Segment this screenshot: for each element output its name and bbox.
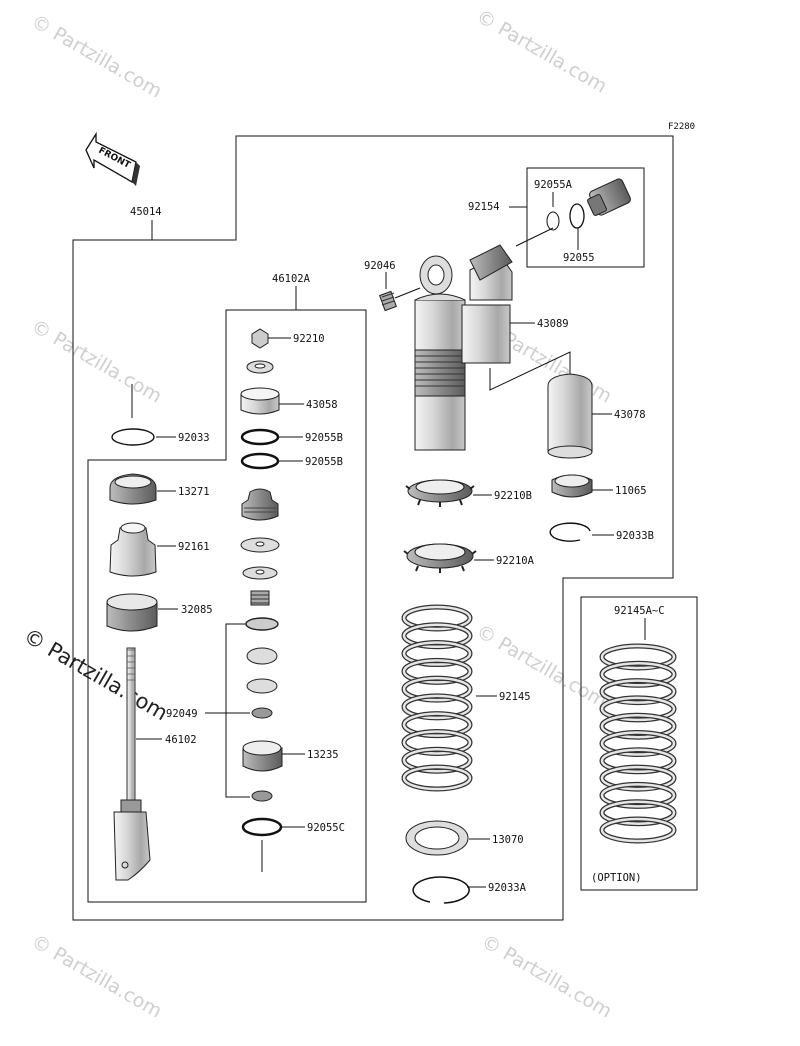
label-92033: 92033 [178,432,210,444]
spring-coil-highlight [600,800,676,825]
label-92210A: 92210A [496,555,535,567]
label-92154: 92154 [468,201,500,213]
watermark-dark: © Partzilla.com [20,624,172,726]
ring-c [246,678,278,694]
label-92145AC: 92145A~C [614,605,665,617]
label-11065: 11065 [615,485,647,497]
spring-coil-highlight [402,659,472,684]
spring-coil-highlight [402,730,472,755]
o-ring-92055B-1 [240,428,280,446]
label-92055A: 92055A [534,179,573,191]
adjuster-nut-92210A [403,543,477,573]
spring-coil-highlight [402,623,472,649]
watermark: © Partzilla.com [28,930,166,1022]
label-13235: 13235 [307,749,339,761]
piston-13235 [242,740,283,772]
watermark: © Partzilla.com [478,930,616,1022]
label-45014: 45014 [130,206,162,218]
cap-box [526,167,645,268]
collar-32085 [106,593,158,632]
circlip-92033B [549,522,591,542]
label-92055B-1: 92055B [305,432,343,444]
ring-a [245,617,279,631]
reservoir-cap [587,178,631,216]
spring-coil-highlight [600,713,676,739]
label-92161: 92161 [178,541,210,553]
label-92210: 92210 [293,333,325,345]
assembly-outline [72,135,674,921]
small-spring [250,590,270,606]
spring-coil-highlight [402,676,472,702]
spring-coil-highlight [600,731,676,756]
spring-coil-highlight [600,765,676,791]
watermark: © Partzilla.com [28,10,166,102]
label-13271: 13271 [178,486,210,498]
adjuster-nut-92210B [405,479,475,507]
label-43078: 43078 [614,409,646,421]
spring-coil-highlight [402,747,472,773]
label-92055B-2: 92055B [305,456,343,468]
watermark: © Partzilla.com [473,5,611,97]
circlip-92033 [111,428,155,446]
nut-92210 [251,328,269,349]
bump-stop-cap-13271 [109,473,157,505]
spring-coil-highlight [402,694,472,720]
spring-coil-highlight [402,765,472,791]
spring-coil-highlight [402,712,472,737]
spring-92145 [401,604,473,792]
cap-11065 [551,474,593,498]
label-92145: 92145 [499,691,531,703]
watermark: © Partzilla.com [28,315,166,407]
o-ring-92055C [241,817,283,837]
watermark: © Partzilla.com [473,620,611,712]
spring-92145A-C [599,643,677,844]
label-92049: 92049 [166,708,198,720]
shock-body-43089 [414,244,513,451]
spring-coil-highlight [600,817,676,843]
washer-bottom [251,790,273,802]
label-92210B: 92210B [494,490,532,502]
front-arrow-icon: FRONT [85,131,140,186]
spring-coil-highlight [600,696,676,722]
label-92055: 92055 [563,252,595,264]
option-label: (OPTION) [591,872,642,884]
o-ring-92055 [569,203,585,229]
label-46102: 46102 [165,734,197,746]
label-13070: 13070 [492,834,524,846]
spring-coil-highlight [600,644,676,670]
label-92055C: 92055C [307,822,345,834]
label-92033A: 92033A [488,882,527,894]
label-92046: 92046 [364,260,396,272]
washer-92049 [251,707,273,719]
label-43089: 43089 [537,318,569,330]
reservoir-cover-43078 [547,373,593,459]
ring-b [246,647,278,665]
spring-coil-highlight [600,748,676,774]
spring-seat-13070 [405,820,469,856]
circlip-92033A [412,876,470,904]
spring-coil-highlight [402,641,472,666]
bushing-92046 [378,290,398,312]
spring-coil-highlight [402,605,472,631]
label-43058: 43058 [306,399,338,411]
label-32085: 32085 [181,604,213,616]
o-ring-92055B-2 [240,452,280,470]
piston-rod-46102 [113,647,151,881]
seal-head [241,488,279,521]
label-46102A: 46102A [272,273,311,285]
bump-rubber-92161 [109,522,157,577]
damper-subassembly-outline [87,309,367,903]
spring-coil-highlight [600,783,676,808]
label-92033B: 92033B [616,530,654,542]
o-ring-92055A [546,211,560,231]
figure-code: F2280 [668,122,695,132]
option-box [580,596,698,891]
cap-43058 [240,387,280,415]
spring-coil-highlight [600,679,676,704]
spring-coil-highlight [600,662,676,687]
